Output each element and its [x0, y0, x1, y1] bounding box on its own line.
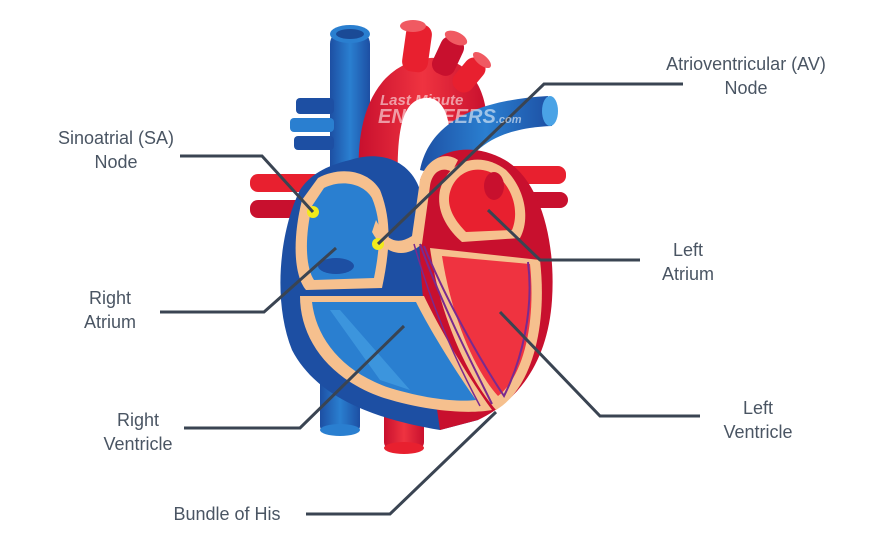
- pulmonary-vein-stub: [296, 98, 334, 114]
- leader-right-atrium: [160, 246, 337, 314]
- label-sa-node: Sinoatrial (SA) Node: [57, 128, 175, 172]
- watermark-suffix: .com: [495, 114, 522, 126]
- leader-left-atrium: [486, 208, 640, 262]
- label-right-atrium: Right Atrium: [83, 288, 136, 332]
- label-left-ventricle: Left Ventricle: [723, 398, 793, 442]
- leader-left-ventricle: [498, 310, 700, 418]
- watermark-line2-wrap: ENGINEERS.com: [378, 106, 522, 129]
- label-bundle-of-his: Bundle of His: [173, 504, 281, 524]
- watermark-line1: Last Minute: [380, 92, 464, 109]
- leader-bundle-of-his: [306, 410, 498, 516]
- leader-right-ventricle: [184, 324, 406, 430]
- label-left-atrium: Left Atrium: [661, 240, 714, 284]
- bundle-of-his-fibers: [419, 243, 531, 405]
- aortic-branch: [402, 23, 432, 73]
- watermark: Last Minute: [380, 92, 463, 109]
- leader-lines: [160, 82, 700, 516]
- aortic-arch: [358, 57, 487, 191]
- label-av-node: Atrioventricular (AV) Node: [666, 54, 826, 98]
- label-right-ventricle: Right Ventricle: [103, 410, 173, 454]
- watermark-line2: ENGINEERS: [378, 106, 496, 128]
- leader-av-node: [376, 82, 683, 246]
- leader-sa-node: [180, 154, 315, 214]
